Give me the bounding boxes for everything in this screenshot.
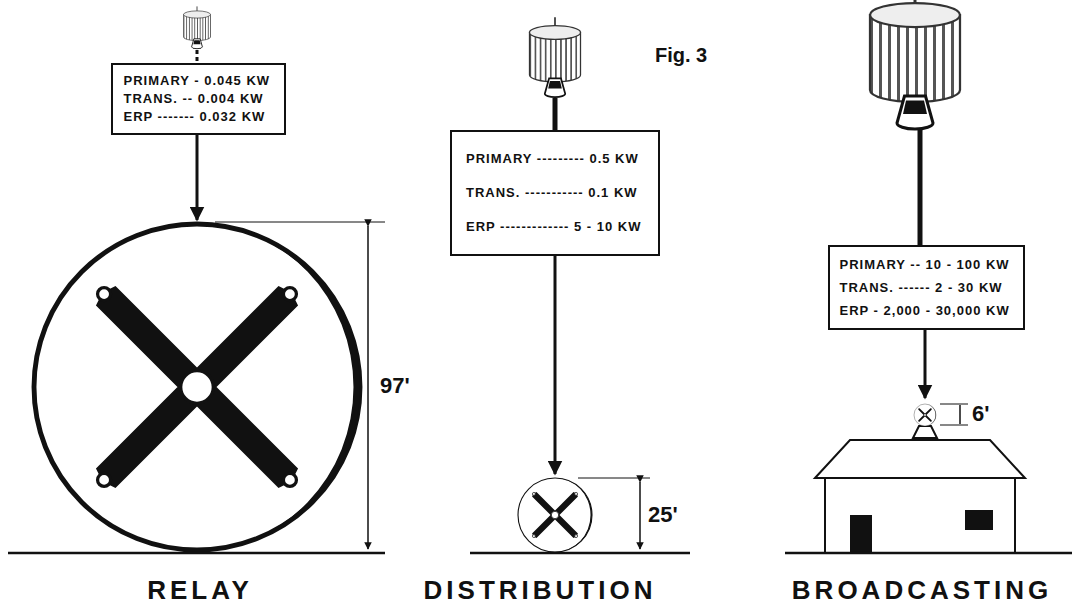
power-line: PRIMARY --------- 0.5 KW	[466, 142, 644, 176]
satellite	[870, 0, 960, 129]
relay-antenna	[34, 224, 360, 550]
power-line: TRANS. ----------- 0.1 KW	[466, 176, 644, 210]
power-box: PRIMARY - 0.045 KWTRANS. -- 0.004 KWERP …	[111, 63, 286, 135]
power-line: ERP - 2,000 - 30,000 KW	[840, 299, 1013, 322]
power-line: TRANS. ------ 2 - 30 KW	[840, 276, 1013, 299]
figure-number: Fig. 3	[655, 44, 707, 67]
power-line: ERP ------- 0.032 KW	[124, 108, 273, 126]
dimension-label: 6'	[972, 401, 989, 427]
column-label: DISTRIBUTION	[424, 575, 657, 606]
power-line: PRIMARY -- 10 - 100 KW	[840, 253, 1013, 276]
power-box: PRIMARY -- 10 - 100 KWTRANS. ------ 2 - …	[828, 245, 1025, 330]
house	[815, 404, 1025, 553]
column-label: BROADCASTING	[792, 575, 1052, 606]
power-line: PRIMARY - 0.045 KW	[124, 72, 273, 90]
dimension-label: 25'	[648, 502, 678, 528]
dimension-label: 97'	[380, 373, 410, 399]
power-line: TRANS. -- 0.004 KW	[124, 90, 273, 108]
satellite	[184, 6, 211, 48]
power-box: PRIMARY --------- 0.5 KWTRANS. ---------…	[450, 130, 660, 256]
satellite	[530, 17, 581, 97]
distribution-antenna	[518, 478, 592, 552]
column-label: RELAY	[147, 575, 253, 606]
power-line: ERP ------------- 5 - 10 KW	[466, 210, 644, 244]
